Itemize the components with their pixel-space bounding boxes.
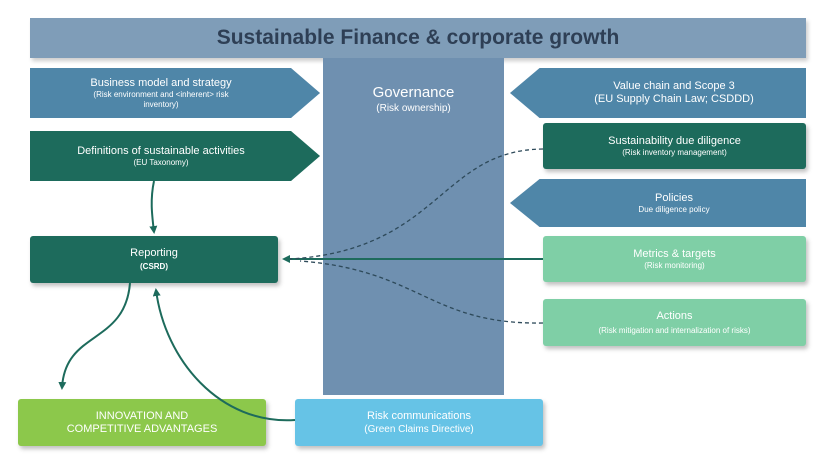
actions-title: Actions (656, 309, 693, 322)
risk-communications-subtitle: (Green Claims Directive) (364, 423, 474, 435)
business-model-title: Business model and strategy (90, 76, 232, 89)
due-diligence-subtitle: (Risk inventory management) (622, 147, 727, 157)
reporting-box: Reporting (CSRD) (30, 236, 278, 283)
metrics-subtitle: (Risk monitoring) (644, 260, 705, 270)
due-diligence-to-reporting-dashed (289, 148, 544, 260)
definitions-box: Definitions of sustainable activities (E… (30, 131, 320, 181)
policies-title: Policies (655, 191, 693, 204)
due-diligence-box: Sustainability due diligence (Risk inven… (543, 123, 806, 169)
innovation-box: INNOVATION AND COMPETITIVE ADVANTAGES (18, 399, 266, 446)
actions-box: Actions (Risk mitigation and internaliza… (543, 299, 806, 346)
innovation-title-line1: INNOVATION AND (95, 409, 189, 422)
policies-box: Policies Due diligence policy (510, 179, 806, 227)
value-chain-title: Value chain and Scope 3 (613, 80, 735, 92)
business-model-box: Business model and strategy (Risk enviro… (30, 68, 320, 118)
governance-subtitle: (Risk ownership) (376, 103, 451, 114)
metrics-box: Metrics & targets (Risk monitoring) (543, 236, 806, 282)
riskcomm-to-reporting-arrow (152, 288, 296, 422)
due-diligence-title: Sustainability due diligence (608, 134, 741, 147)
governance-column (323, 58, 504, 395)
governance-title: Governance (372, 84, 455, 101)
policies-subtitle: Due diligence policy (638, 204, 710, 214)
value-chain-box: Value chain and Scope 3 (EU Supply Chain… (510, 68, 806, 118)
reporting-to-innovation-arrow (58, 282, 131, 390)
definitions-to-reporting-arrow (149, 180, 158, 234)
value-chain-subtitle: (EU Supply Chain Law; CSDDD) (594, 93, 754, 105)
risk-communications-title: Risk communications (367, 409, 471, 422)
reporting-title: Reporting (130, 247, 178, 259)
definitions-subtitle: (EU Taxonomy) (133, 157, 189, 167)
metrics-title: Metrics & targets (633, 247, 716, 260)
actions-subtitle: (Risk mitigation and internalization of … (598, 325, 751, 335)
innovation-title-line2: COMPETITIVE ADVANTAGES (66, 422, 218, 435)
reporting-subtitle: (CSRD) (140, 262, 168, 271)
risk-communications-box: Risk communications (Green Claims Direct… (295, 399, 543, 446)
definitions-title: Definitions of sustainable activities (77, 144, 245, 157)
diagram-title: Sustainable Finance & corporate growth (30, 18, 806, 58)
business-model-subtitle: (Risk environment and <inherent> risk in… (93, 89, 229, 109)
actions-to-reporting-dashed (299, 260, 544, 324)
